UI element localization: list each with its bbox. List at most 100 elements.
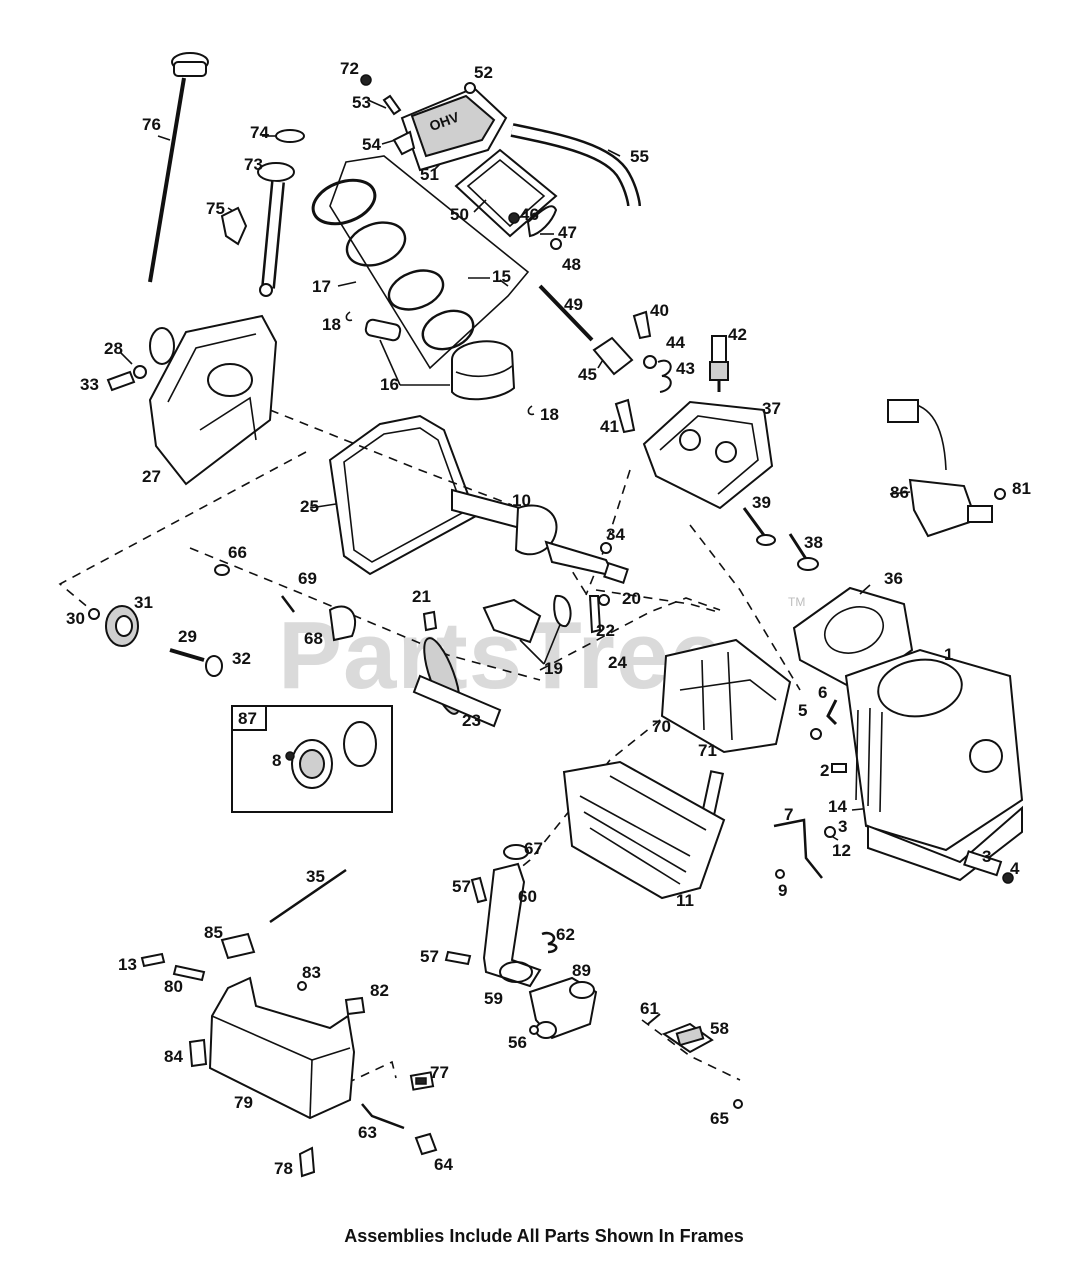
- label-73: 73: [244, 155, 263, 174]
- part-63-wire: [361, 1103, 405, 1130]
- label-76: 76: [142, 115, 161, 134]
- part-6-bracket: [826, 699, 838, 726]
- label-10: 10: [512, 491, 531, 510]
- label-64: 64: [434, 1155, 453, 1174]
- label-14: 14: [828, 797, 847, 816]
- label-54: 54: [362, 135, 381, 154]
- part-31-governor-gear: [105, 605, 139, 647]
- part-28-oil-seal: [149, 327, 175, 365]
- part-59-gasket: [499, 961, 533, 983]
- part-42-spark-plug: [709, 335, 729, 392]
- part-76-dipstick: [148, 52, 209, 283]
- label-46: 46: [520, 205, 539, 224]
- label-60: 60: [518, 887, 537, 906]
- frame-87-label: 87: [238, 709, 257, 728]
- label-65: 65: [710, 1109, 729, 1128]
- part-27-crankcase-cover: [148, 314, 278, 486]
- label-38: 38: [804, 533, 823, 552]
- part-29-shaft: [169, 648, 205, 662]
- label-57b: 57: [420, 947, 439, 966]
- label-35: 35: [306, 867, 325, 886]
- label-50: 50: [450, 205, 469, 224]
- label-52: 52: [474, 63, 493, 82]
- part-79-shroud: [208, 976, 356, 1120]
- part-37-cylinder-head: [642, 400, 774, 510]
- part-30-washer: [88, 608, 100, 620]
- label-3b: 3: [982, 847, 991, 866]
- part-7-linkage: [773, 818, 823, 879]
- part-62-clip: [541, 931, 558, 954]
- label-82: 82: [370, 981, 389, 1000]
- label-37: 37: [762, 399, 781, 418]
- part-34-key: [600, 542, 612, 554]
- frame-87: 87: [231, 705, 393, 813]
- part-54-grommet: [392, 130, 416, 156]
- part-83-nut: [297, 981, 307, 991]
- label-81: 81: [1012, 479, 1031, 498]
- label-7: 7: [784, 805, 793, 824]
- label-70: 70: [652, 717, 671, 736]
- part-22-pin: [588, 595, 602, 634]
- part-57-screw-lower: [444, 950, 472, 966]
- part-38-valve: [788, 533, 819, 571]
- part-56-screw: [529, 1025, 539, 1035]
- label-51: 51: [420, 165, 439, 184]
- label-32: 32: [232, 649, 251, 668]
- part-89-carburetor: [528, 976, 598, 1040]
- part-77-key-switch: [409, 1071, 435, 1091]
- part-35-rod: [269, 868, 347, 924]
- part-60-intake-manifold: [482, 862, 542, 988]
- part-57-screw-upper: [470, 876, 488, 904]
- label-89: 89: [572, 961, 591, 980]
- label-45: 45: [578, 365, 597, 384]
- part-12-nut: [824, 826, 836, 838]
- part-80-bolt: [172, 964, 206, 982]
- label-74: 74: [250, 123, 269, 142]
- label-18b: 18: [540, 405, 559, 424]
- label-85: 85: [204, 923, 223, 942]
- label-28: 28: [104, 339, 123, 358]
- part-9-screw: [775, 869, 785, 879]
- part-36-head-gasket: [792, 586, 914, 692]
- label-71: 71: [698, 741, 717, 760]
- part-69-pin: [281, 595, 295, 613]
- label-48: 48: [562, 255, 581, 274]
- label-58: 58: [710, 1019, 729, 1038]
- label-63: 63: [358, 1123, 377, 1142]
- label-78: 78: [274, 1159, 293, 1178]
- part-number-labels: 72 52 53 54 51 55 74 73 76 75 50 46 47 4…: [66, 59, 1031, 1178]
- label-19: 19: [544, 659, 563, 678]
- label-30: 30: [66, 609, 85, 628]
- part-67-gasket: [503, 844, 529, 860]
- label-1: 1: [944, 645, 953, 664]
- label-61: 61: [640, 999, 659, 1018]
- part-46-bolt: [508, 212, 520, 224]
- part-47-rocker-arm: [526, 205, 558, 238]
- label-53: 53: [352, 93, 371, 112]
- label-68: 68: [304, 629, 323, 648]
- part-44-seal: [643, 355, 657, 369]
- part-49-push-rod: [538, 284, 594, 342]
- label-5: 5: [798, 701, 807, 720]
- part-66-seal: [214, 564, 230, 576]
- part-39-valve: [742, 507, 776, 546]
- label-11: 11: [676, 891, 694, 910]
- part-70-air-cleaner: [660, 638, 792, 754]
- label-22: 22: [596, 621, 615, 640]
- part-86-starter-motor: [887, 399, 993, 538]
- label-44: 44: [666, 333, 685, 352]
- part-32-cap: [205, 655, 223, 677]
- label-69: 69: [298, 569, 317, 588]
- label-12: 12: [832, 841, 851, 860]
- label-9: 9: [778, 881, 787, 900]
- label-62: 62: [556, 925, 575, 944]
- part-45-guide-plate: [592, 336, 634, 376]
- label-6: 6: [818, 683, 827, 702]
- part-85-decal: [220, 932, 256, 960]
- part-25-gasket: [328, 414, 478, 576]
- label-79: 79: [234, 1093, 253, 1112]
- part-1-engine-block: [844, 648, 1024, 882]
- part-61-line: [647, 1013, 661, 1025]
- label-25: 25: [300, 497, 319, 516]
